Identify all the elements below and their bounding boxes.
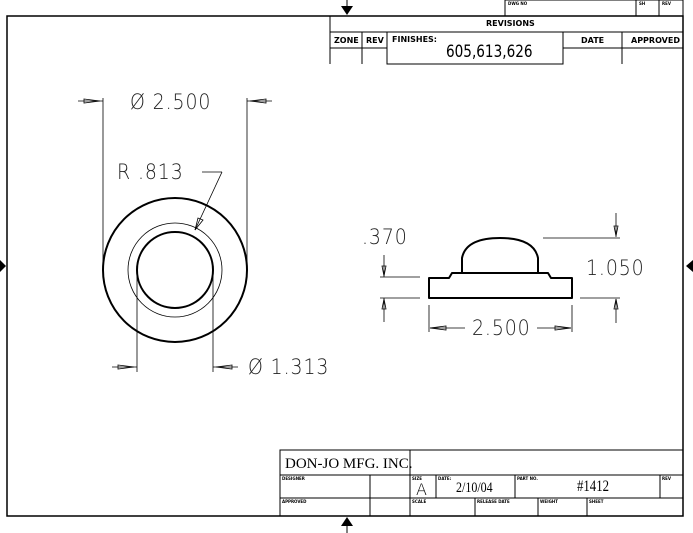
date-value: 2/10/04 (456, 480, 493, 496)
dim-radius: R .813 (117, 160, 184, 184)
side-view (380, 213, 620, 332)
rev-label: REV (662, 1, 671, 6)
dim-width: 2.500 (472, 316, 531, 340)
designer-label: DESIGNER (282, 476, 305, 481)
sheet-label: SHEET (589, 499, 604, 504)
weight-label: WEIGHT (540, 499, 558, 504)
scale-label: SCALE (412, 499, 427, 504)
date-label: DATE: (438, 476, 452, 481)
title-block-lines (279, 449, 683, 516)
col-zone: ZONE (334, 36, 359, 45)
dim-step-height: .370 (362, 225, 408, 249)
part-no-value: #1412 (577, 478, 609, 495)
part-no-label: PART NO. (517, 476, 538, 481)
revisions-block-lines (329, 0, 684, 65)
top-view (78, 98, 272, 372)
approved-label: APPROVED (282, 499, 307, 504)
dwg-no-label: DWG NO (508, 1, 528, 6)
finishes-value: 605,613,626 (446, 42, 533, 62)
dim-outer-diameter: Ø 2.500 (130, 90, 212, 114)
company-name: DON-JO MFG. INC. (285, 456, 413, 472)
size-value: A (416, 480, 427, 499)
col-date: DATE (581, 36, 605, 45)
col-finishes: FINISHES: (392, 35, 437, 44)
release-date-label: RELEASE DATE (477, 499, 510, 504)
sheet-border (6, 15, 684, 517)
col-rev: REV (366, 36, 384, 45)
dim-total-height: 1.050 (586, 256, 645, 280)
col-approved: APPROVED (631, 36, 680, 45)
dim-inner-diameter: Ø 1.313 (248, 355, 330, 379)
revisions-title: REVISIONS (486, 19, 535, 28)
title-rev-label: REV (662, 476, 671, 481)
size-label: SIZE (412, 476, 423, 481)
sh-label: SH (639, 1, 646, 6)
